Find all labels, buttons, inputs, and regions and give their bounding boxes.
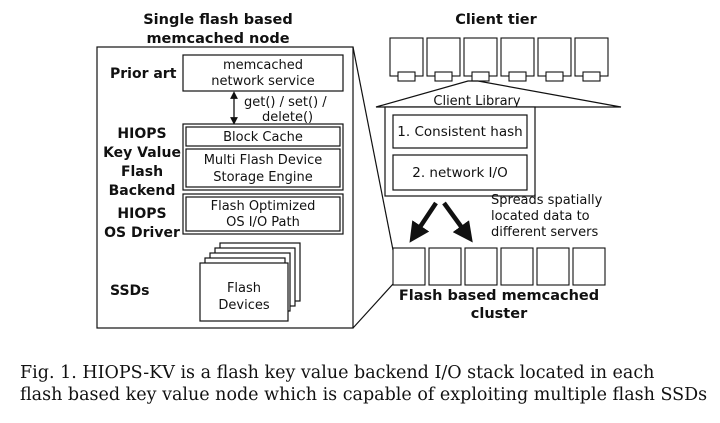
label-os-line2: OS Driver xyxy=(104,225,180,241)
server-box xyxy=(500,247,534,286)
library-trapezoid xyxy=(375,80,622,108)
node-panel: Single flash based memcached node Prior … xyxy=(96,12,354,329)
caption-line1: Fig. 1. HIOPS-KV is a flash key value ba… xyxy=(20,363,655,383)
spreads-line2: located data to xyxy=(491,209,590,224)
zoom-line-bottom xyxy=(352,283,394,329)
label-ssds: SSDs xyxy=(110,283,150,299)
cluster-panel: Client tier Client Library 1. Consistent… xyxy=(375,12,622,322)
client-nic xyxy=(582,71,601,82)
label-prior-art: Prior art xyxy=(110,66,177,82)
client-machine xyxy=(537,37,572,82)
client-nic xyxy=(545,71,564,82)
storage-engine-box xyxy=(185,148,341,188)
server-box xyxy=(428,247,462,286)
caption-line2: flash based key value node which is capa… xyxy=(20,385,708,405)
storage-engine-line2: Storage Engine xyxy=(213,170,313,185)
label-os-line1: HIOPS xyxy=(117,206,166,222)
client-machine xyxy=(500,37,535,82)
node-title-line1: Single flash based xyxy=(143,12,293,28)
label-kv-line3: Flash xyxy=(121,164,163,180)
api-calls-line1: get() / set() / xyxy=(244,95,327,110)
client-nic xyxy=(508,71,527,82)
flash-device-front xyxy=(199,262,289,322)
server-row xyxy=(392,247,606,286)
network-service-box xyxy=(182,54,344,92)
client-box xyxy=(537,37,572,77)
spreads-line1: Spreads spatially xyxy=(491,193,603,208)
label-kv-line4: Backend xyxy=(109,183,176,199)
client-machine xyxy=(463,37,498,82)
server-box xyxy=(392,247,426,286)
network-service-line1: memcached xyxy=(223,58,303,73)
client-box xyxy=(500,37,535,77)
spread-arrow-left xyxy=(409,201,438,243)
client-box xyxy=(463,37,498,77)
client-machine xyxy=(426,37,461,82)
client-nic xyxy=(397,71,416,82)
spreads-line3: different servers xyxy=(491,225,598,240)
client-row xyxy=(389,37,609,82)
storage-engine-line1: Multi Flash Device xyxy=(204,153,323,168)
server-box xyxy=(464,247,498,286)
client-nic xyxy=(434,71,453,82)
network-io-box xyxy=(392,154,528,191)
server-box xyxy=(536,247,570,286)
client-nic xyxy=(471,71,490,82)
client-box xyxy=(426,37,461,77)
network-io-label: 2. network I/O xyxy=(412,165,507,181)
io-path-box xyxy=(185,196,341,232)
network-service-line2: network service xyxy=(211,74,315,89)
flash-device-stack: Flash Devices xyxy=(199,242,301,322)
spread-arrow-right xyxy=(442,201,473,243)
node-title-line2: memcached node xyxy=(146,31,289,47)
client-library-label: Client Library xyxy=(433,94,521,109)
flash-devices-line1: Flash xyxy=(227,281,261,296)
figure-caption: Fig. 1. HIOPS-KV is a flash key value ba… xyxy=(20,362,710,406)
client-machine xyxy=(574,37,609,82)
client-tier-title: Client tier xyxy=(455,12,537,28)
block-cache-label: Block Cache xyxy=(223,130,303,145)
client-box xyxy=(574,37,609,77)
flash-devices-line2: Devices xyxy=(218,298,269,313)
client-machine xyxy=(389,37,424,82)
client-box xyxy=(389,37,424,77)
block-cache-box xyxy=(185,126,341,147)
label-kv-line2: Key Value xyxy=(103,145,181,161)
cluster-title-line1: Flash based memcached xyxy=(399,288,599,304)
consistent-hash-box xyxy=(392,114,528,149)
io-path-line2: OS I/O Path xyxy=(226,215,300,230)
cluster-title-line2: cluster xyxy=(471,306,528,322)
io-path-line1: Flash Optimized xyxy=(211,199,316,214)
label-kv-line1: HIOPS xyxy=(117,126,166,142)
consistent-hash-label: 1. Consistent hash xyxy=(397,124,522,140)
server-box xyxy=(572,247,606,286)
zoom-line-top xyxy=(352,46,394,251)
api-calls-line2: delete() xyxy=(262,110,313,125)
